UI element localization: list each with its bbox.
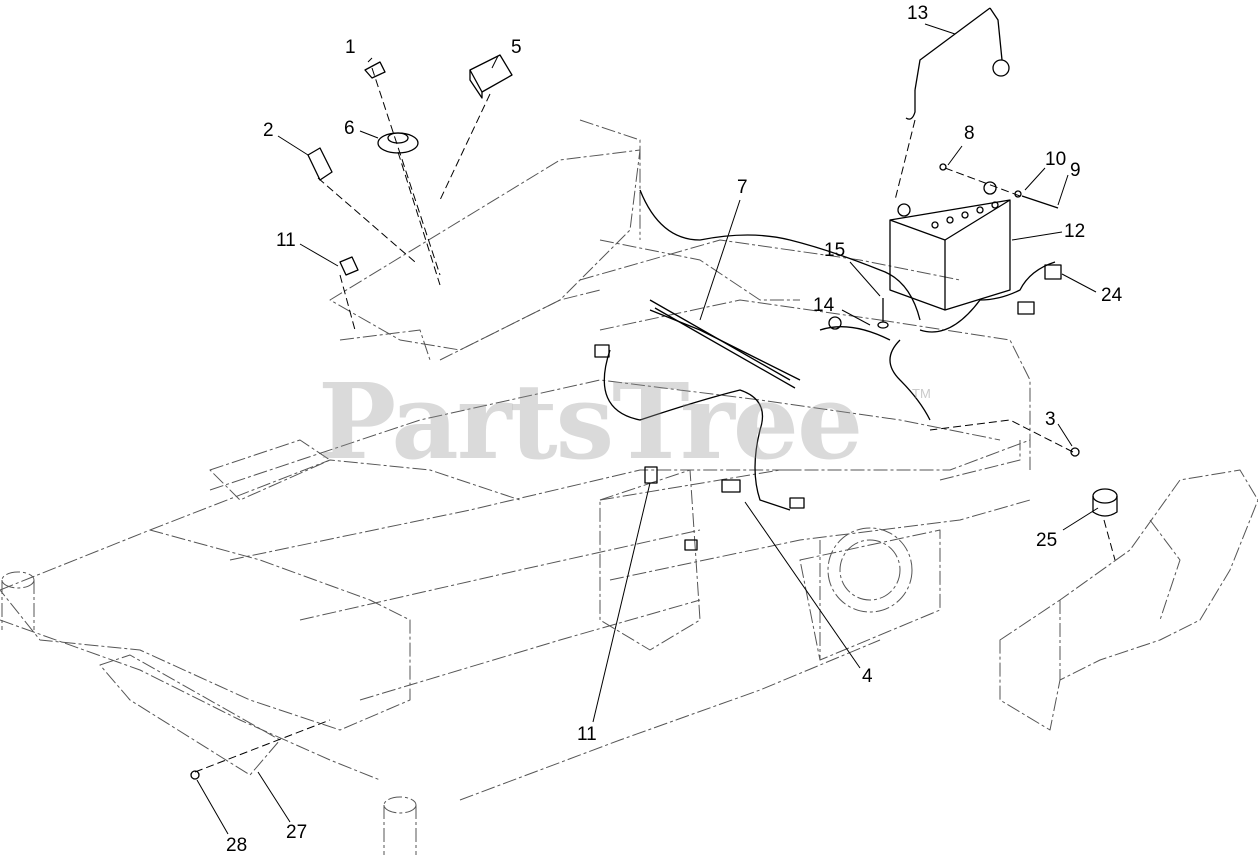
callout-1: 1 <box>345 37 356 58</box>
callout-24: 24 <box>1101 285 1123 306</box>
callout-7: 7 <box>737 177 748 198</box>
callout-9: 9 <box>1070 160 1081 181</box>
callout-8: 8 <box>964 123 975 144</box>
callout-13: 13 <box>907 3 929 24</box>
callout-14: 14 <box>813 295 835 316</box>
callout-28: 28 <box>226 835 248 856</box>
watermark-text: PartsTree <box>318 360 863 483</box>
callout-11-bottom: 11 <box>577 724 597 745</box>
callout-2: 2 <box>263 120 274 141</box>
callout-27: 27 <box>286 822 308 843</box>
callout-15: 15 <box>824 240 846 261</box>
callout-4: 4 <box>862 666 873 687</box>
watermark-trademark: TM <box>912 386 931 401</box>
callout-6: 6 <box>344 118 355 139</box>
callout-10: 10 <box>1045 149 1067 170</box>
callout-3: 3 <box>1045 409 1056 430</box>
callout-25: 25 <box>1036 530 1058 551</box>
callout-5: 5 <box>511 37 522 58</box>
callout-11-top: 11 <box>276 230 296 251</box>
callout-12: 12 <box>1064 221 1086 242</box>
